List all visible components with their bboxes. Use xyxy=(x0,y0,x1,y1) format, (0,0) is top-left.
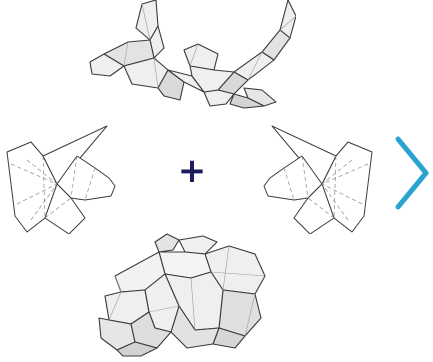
plus-sign: + xyxy=(177,153,207,189)
antlers-model-image xyxy=(84,0,296,110)
right-unfolded-pattern-image xyxy=(262,124,374,234)
head-model-image xyxy=(95,232,269,358)
left-unfolded-pattern-image xyxy=(5,124,117,234)
chevron-right-icon[interactable] xyxy=(392,133,432,213)
